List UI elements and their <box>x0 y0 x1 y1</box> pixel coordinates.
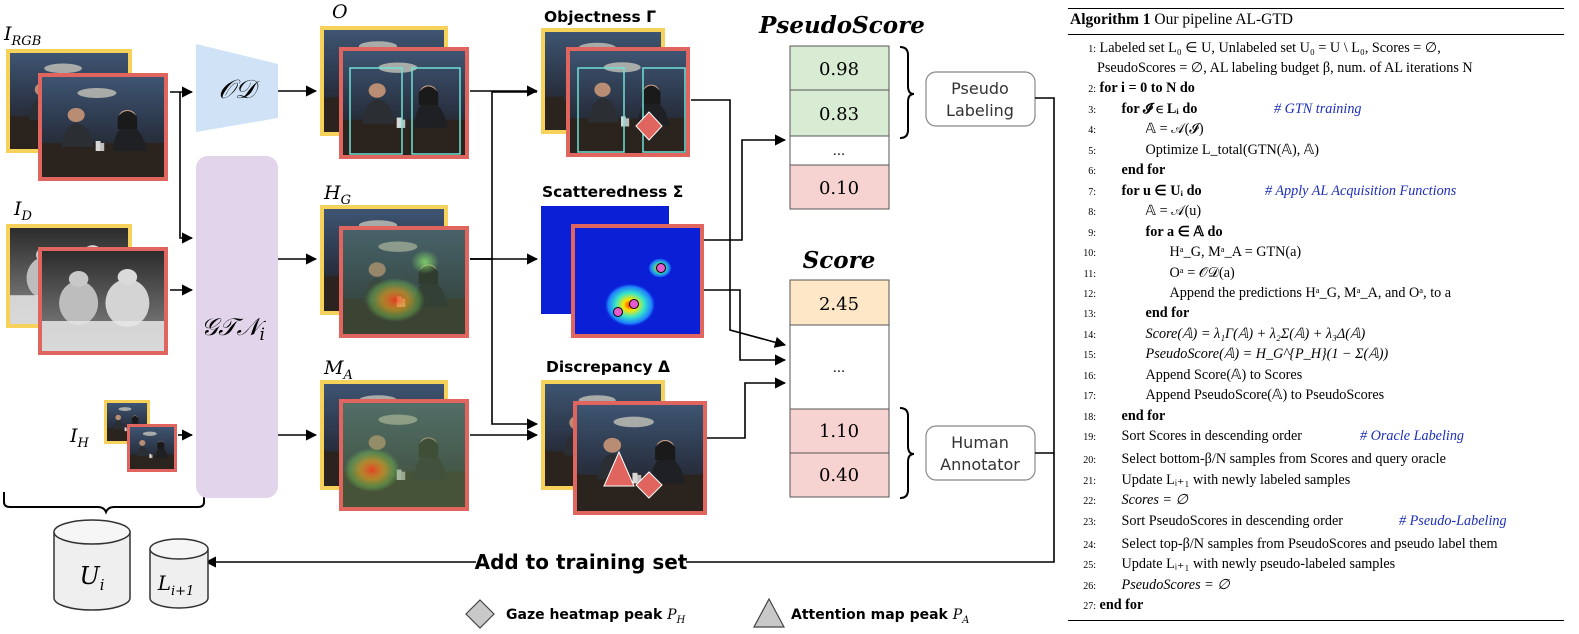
pseudo-labeling-box: Pseudo Labeling <box>925 71 1036 127</box>
pipeline-diagram: IRGB ID IH 𝒪𝒟 𝒢𝒯𝒩i O <box>3 1 1055 629</box>
svg-text:Attention map peak PA: Attention map peak PA <box>791 607 969 626</box>
scatter-peak-1 <box>656 263 666 273</box>
gaze-peak-marker-2 <box>635 471 663 499</box>
algo-line: 10: Hᵃ_G, Mᵃ_A = GTN(a) <box>1083 244 1302 260</box>
algo-line: 20: Select bottom-β/N samples from Score… <box>1083 451 1446 467</box>
human-annotator-box: Human Annotator <box>925 425 1036 481</box>
algo-line: 18: end for <box>1083 408 1166 424</box>
score-cell: ... <box>833 361 845 376</box>
objectness-label: Objectness Γ <box>544 8 656 26</box>
attention-map-stack <box>320 380 469 511</box>
legend-triangle-icon <box>752 597 786 628</box>
algo-line: 3: for 𝓘 ∈ Lᵢ do# GTN training <box>1088 101 1362 117</box>
pseudo-score-cell: ... <box>833 144 845 159</box>
pseudo-score-table: 0.98 0.83 ... 0.10 <box>789 45 890 210</box>
legend-diamond-icon <box>465 599 495 629</box>
gtn-module <box>196 156 278 498</box>
scatteredness-stack <box>541 206 704 338</box>
scatter-peak-3 <box>613 307 623 317</box>
gaze-heatmap-stack <box>320 205 469 338</box>
pseudo-score-cell: 0.10 <box>819 178 859 199</box>
rgb-input-label: IRGB <box>3 23 41 49</box>
svg-text:Li+1: Li+1 <box>157 571 195 599</box>
algo-line: 4: 𝔸 = 𝒜(𝓘) <box>1088 121 1204 137</box>
algo-line: 26: PseudoScores = ∅ <box>1083 577 1230 593</box>
gaze-peak-marker <box>635 111 663 141</box>
gaze-heatmap-label: HG <box>323 182 351 208</box>
score-table: 2.45 ... 1.10 0.40 <box>789 279 890 498</box>
pseudo-score-title: PseudoScore <box>758 12 925 39</box>
pseudo-score-cell: 0.83 <box>819 104 859 125</box>
od-output-label: O <box>332 1 348 23</box>
head-input-stack <box>104 400 177 472</box>
labeled-set-cylinder: Li+1 <box>149 538 209 609</box>
algo-line: 5: Optimize L_total(GTN(𝔸), 𝔸) <box>1088 142 1320 158</box>
score-cell: 1.10 <box>819 421 859 442</box>
scatteredness-label: Scatteredness Σ <box>542 183 683 201</box>
algo-line: 9: for a ∈ 𝔸 do <box>1088 224 1223 240</box>
algo-line: 25: Update Lᵢ₊₁ with newly pseudo-labele… <box>1083 556 1396 572</box>
attention-peak-marker <box>603 450 635 487</box>
head-input-label: IH <box>69 425 90 451</box>
svg-text:Pseudo: Pseudo <box>951 79 1009 98</box>
discrepancy-label: Discrepancy Δ <box>546 358 670 376</box>
score-cell: 0.40 <box>819 465 859 486</box>
algorithm-box: Algorithm 1 Our pipeline AL-GTD 1: Label… <box>1068 8 1564 626</box>
algo-line: 13: end for <box>1083 305 1190 321</box>
algo-line: 6: end for <box>1088 162 1166 178</box>
algo-line: 8: 𝔸 = 𝒜(u) <box>1088 203 1202 219</box>
svg-text:Ui: Ui <box>79 562 104 594</box>
objectness-stack <box>541 28 690 157</box>
depth-input-stack <box>6 224 168 355</box>
algo-line: 23: Sort PseudoScores in descending orde… <box>1083 513 1507 529</box>
attention-map-label: MA <box>323 357 353 383</box>
algo-line: 12: Append the predictions Hᵃ_G, Mᵃ_A, a… <box>1083 285 1452 301</box>
svg-text:Annotator: Annotator <box>940 455 1020 474</box>
depth-input-label: ID <box>13 198 33 224</box>
human-brace <box>899 407 915 499</box>
algorithm-title: Algorithm 1 Our pipeline AL-GTD <box>1070 11 1293 28</box>
algo-line: 14: Score(𝔸) = λ₁Γ(𝔸) + λ₂Σ(𝔸) + λ₃Δ(𝔸) <box>1083 326 1366 342</box>
algo-line: 7: for u ∈ Uᵢ do# Apply AL Acquisition F… <box>1088 183 1457 199</box>
algo-line: 24: Select top-β/N samples from PseudoSc… <box>1083 536 1498 552</box>
algo-line: 21: Update Lᵢ₊₁ with newly labeled sampl… <box>1083 472 1351 488</box>
add-to-training-label: Add to training set <box>475 550 688 574</box>
algo-line: 27: end for <box>1083 597 1144 613</box>
scatter-peak-2 <box>629 299 639 309</box>
pseudo-score-cell: 0.98 <box>819 59 859 80</box>
score-cell: 2.45 <box>819 294 859 315</box>
algo-line: 15: PseudoScore(𝔸) = H_G^{P_H}(1 − Σ(𝔸)) <box>1083 346 1389 362</box>
svg-text:Human: Human <box>951 433 1009 452</box>
svg-text:Gaze heatmap peak PH: Gaze heatmap peak PH <box>506 607 686 626</box>
inputs-brace <box>3 492 205 515</box>
discrepancy-stack <box>541 380 707 515</box>
algo-line: 11: Oᵃ = 𝒪𝒟(a) <box>1083 265 1235 281</box>
algo-line: 17: Append PseudoScore(𝔸) to PseudoScore… <box>1083 387 1385 403</box>
legend: Gaze heatmap peak PH Attention map peak … <box>465 597 969 629</box>
algo-line: 22: Scores = ∅ <box>1083 492 1188 508</box>
svg-text:Labeling: Labeling <box>946 101 1014 120</box>
unlabeled-set-cylinder: Ui <box>53 519 131 611</box>
pseudo-brace <box>899 46 915 139</box>
rgb-input-stack <box>6 49 168 181</box>
algo-line: 19: Sort Scores in descending order# Ora… <box>1083 428 1465 444</box>
algo-line: 16: Append Score(𝔸) to Scores <box>1083 367 1303 383</box>
od-output-stack <box>320 26 469 159</box>
algo-line: PseudoScores = ∅, AL labeling budget β, … <box>1097 60 1473 76</box>
od-module <box>196 44 278 132</box>
od-label: 𝒪𝒟 <box>218 75 259 105</box>
algo-line: 1: Labeled set L₀ ∈ U, Unlabeled set U₀ … <box>1088 40 1441 56</box>
score-title: Score <box>803 247 876 274</box>
algo-line: 2: for i = 0 to N do <box>1088 80 1195 96</box>
gtn-label: 𝒢𝒯𝒩i <box>201 313 266 345</box>
